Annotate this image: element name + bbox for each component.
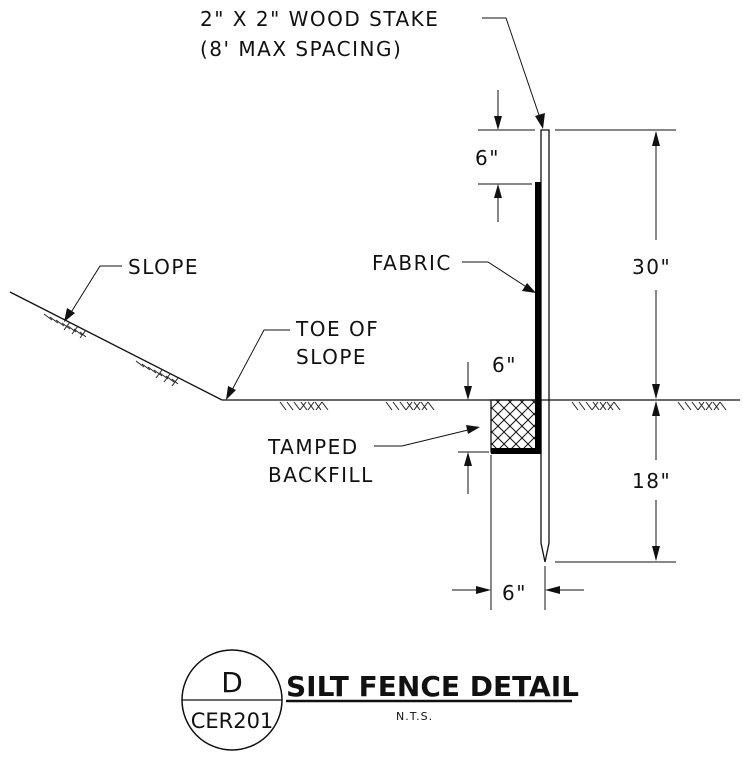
slope-earth-hatch [43,313,179,387]
dim-label-18: 18" [632,469,671,493]
callout-slope: SLOPE [64,255,199,322]
detail-letter: D [221,666,243,699]
stake-label-line1: 2" X 2" WOOD STAKE [200,7,439,31]
dim-trench-width: 6" [452,455,584,610]
tamped-backfill [490,399,542,453]
filter-fabric [491,182,541,454]
toe-label-line1: TOE OF [295,317,379,341]
slope-line [9,291,223,401]
scale-note: N.T.S. [396,710,433,723]
dim-below-ground: 18" [555,401,676,563]
dim-above-ground: 30" [555,129,676,399]
backfill-label-line1: TAMPED [267,435,359,459]
dim-label-trench-width: 6" [502,581,527,605]
callout-fabric: FABRIC [372,251,536,293]
stake-label-line2: (8' MAX SPACING) [200,37,402,61]
dim-label-30: 30" [632,255,671,279]
dim-trench-depth: 6" [458,353,517,494]
toe-label-line2: SLOPE [296,345,367,369]
callout-tamped-backfill: TAMPED BACKFILL [267,425,480,487]
dim-label-trench-depth: 6" [492,353,517,377]
dim-label-fabric-gap: 6" [475,146,500,170]
backfill-label-line2: BACKFILL [268,463,374,487]
sheet-number: CER201 [191,709,274,733]
slope-label: SLOPE [128,255,199,279]
detail-title-block: D CER201 SILT FENCE DETAIL N.T.S. [181,649,579,751]
wood-stake [540,129,550,563]
dim-fabric-top-gap: 6" [475,90,535,222]
callout-toe-of-slope: TOE OF SLOPE [226,317,379,400]
detail-title: SILT FENCE DETAIL [286,670,579,703]
callout-stake: 2" X 2" WOOD STAKE (8' MAX SPACING) [200,7,545,129]
ground-earth-hatch [279,401,727,411]
fabric-label: FABRIC [372,251,452,275]
